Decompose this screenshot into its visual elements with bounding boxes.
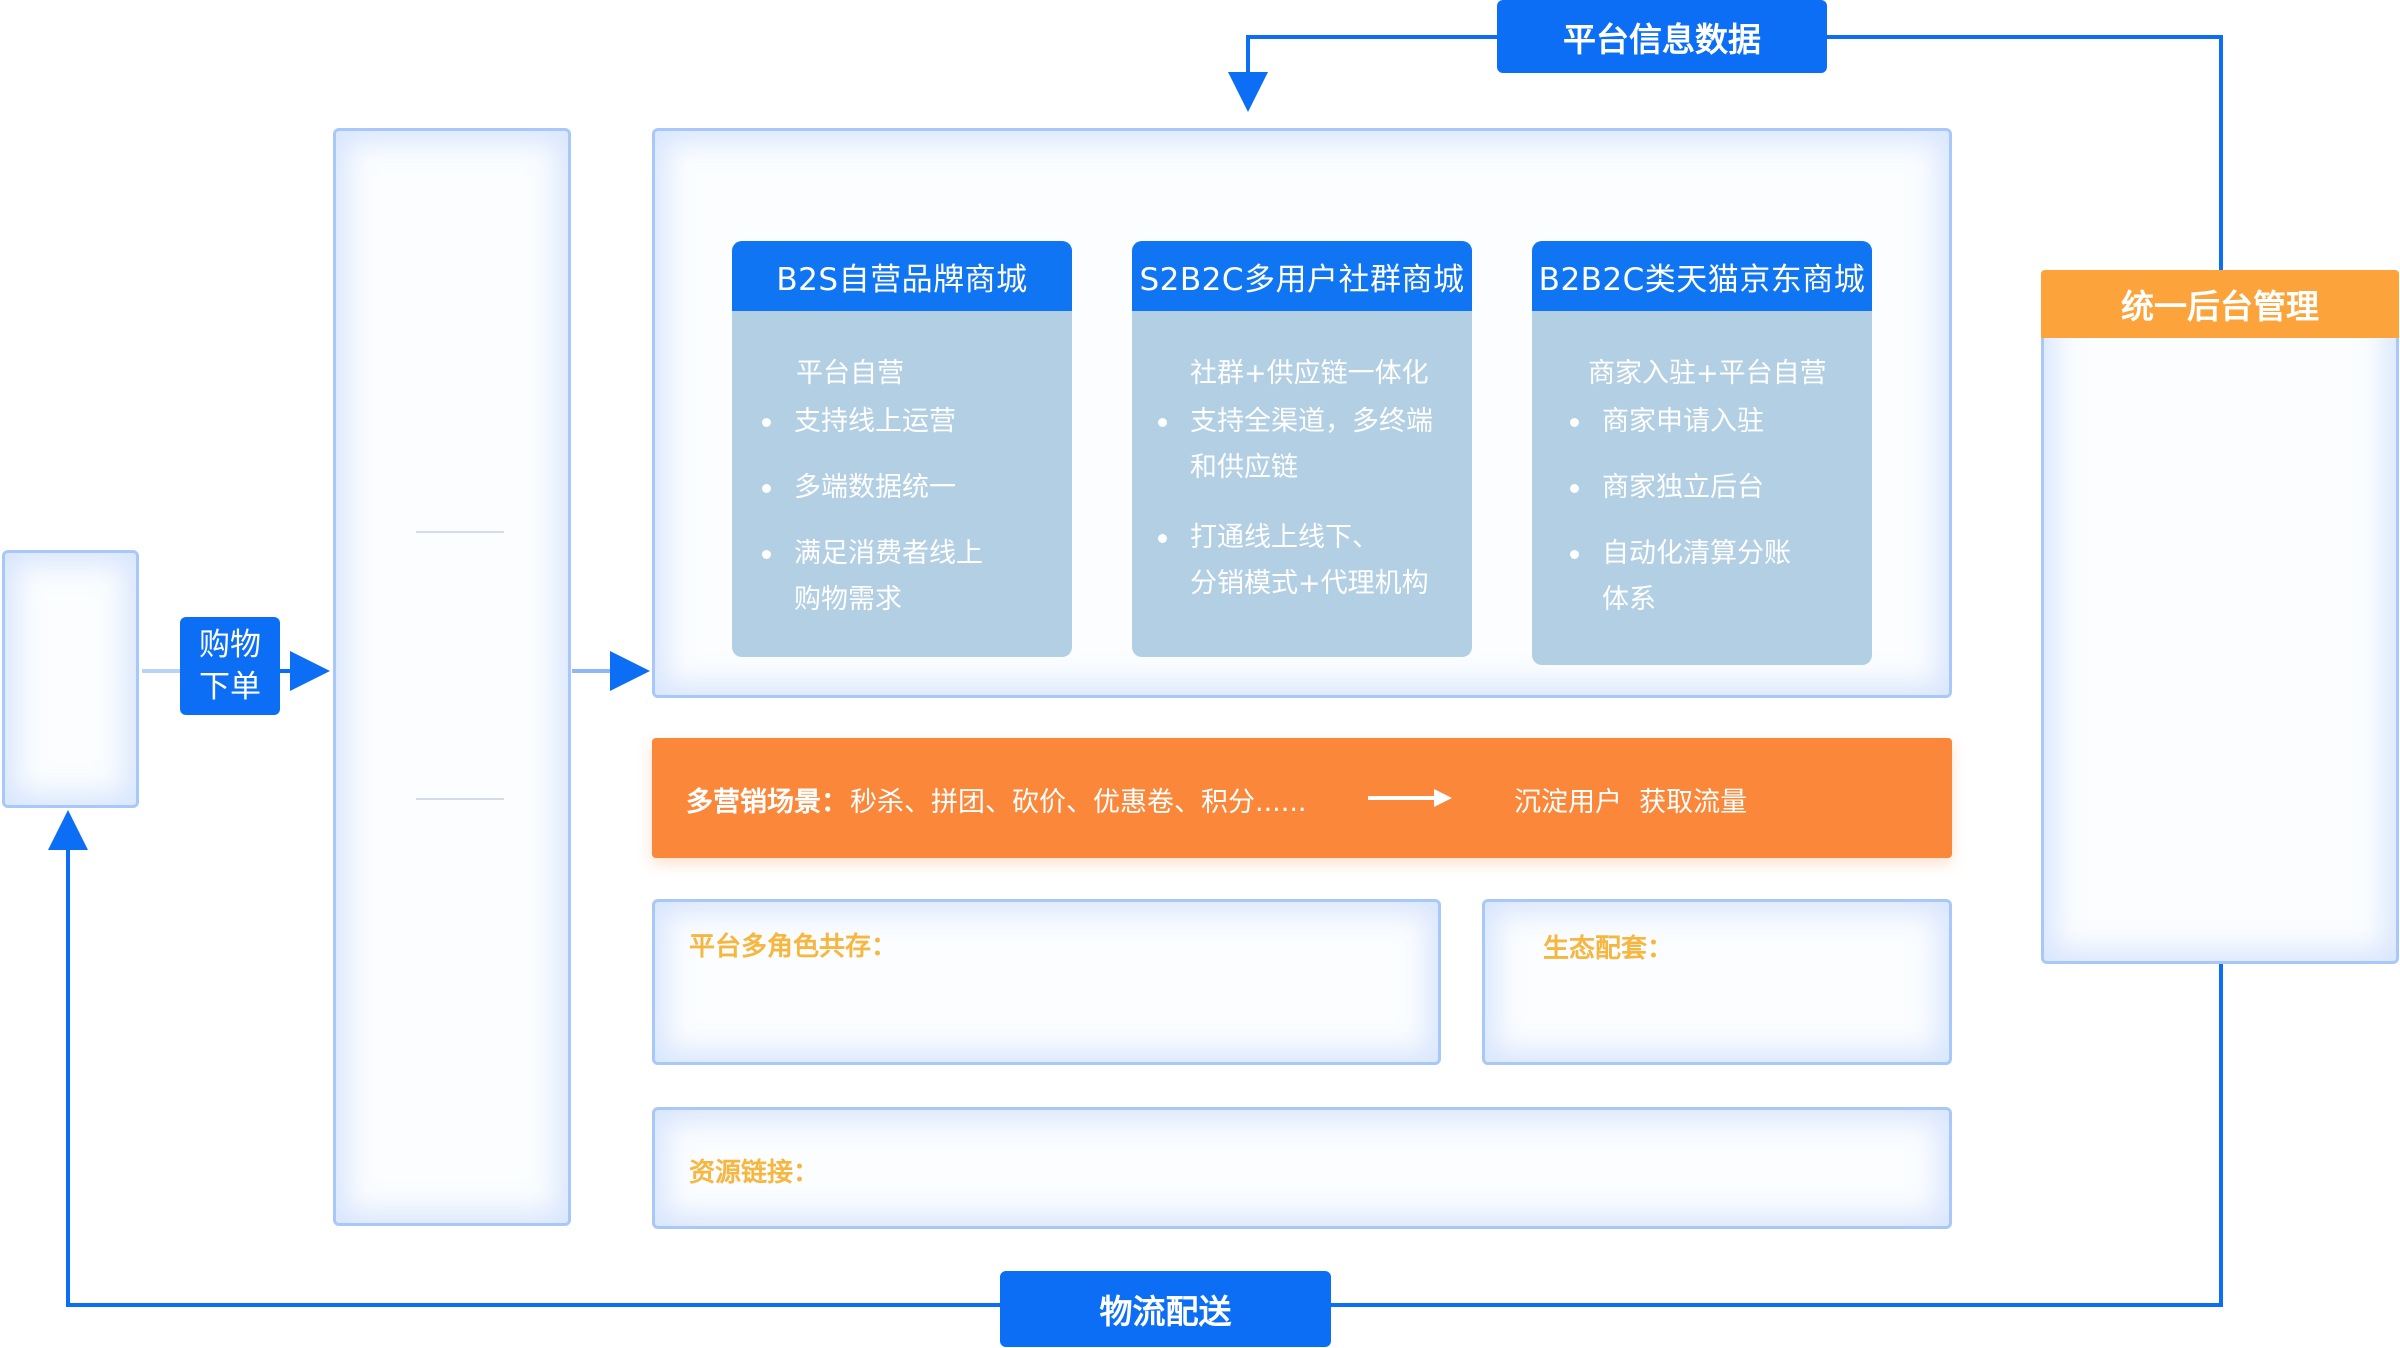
list-item: 商家申请入驻: [1570, 399, 1852, 445]
list-item-text: 支持全渠道，多终端 和供应链: [1190, 406, 1433, 483]
bullet-icon: [762, 418, 771, 427]
resources-label: 资源链接：: [689, 1158, 820, 1188]
list-item: 自动化清算分账 体系: [1570, 531, 1852, 623]
bullet-icon: [1570, 550, 1579, 559]
list-item: 多端数据统一: [762, 465, 1052, 511]
marketing-scenes: 秒杀、拼团、砍价、优惠卷、积分......: [850, 787, 1307, 818]
list-item-text: 支持线上运营: [794, 406, 956, 437]
marketing-bar: 多营销场景： 秒杀、拼团、砍价、优惠卷、积分...... 沉淀用户 获取流量: [652, 738, 1952, 858]
list-item-text: 自动化清算分账 体系: [1602, 538, 1791, 615]
bullet-icon: [762, 484, 771, 493]
admin-panel-title: 统一后台管理: [2041, 270, 2399, 338]
mall-card-subtitle: 商家入驻+平台自营: [1588, 358, 1827, 389]
mall-card-b2s: B2S自营品牌商城 平台自营 支持线上运营 多端数据统一 满足消费者线上 购物需…: [732, 241, 1072, 657]
mall-card-b2b2c: B2B2C类天猫京东商城 商家入驻+平台自营 商家申请入驻 商家独立后台 自动化…: [1532, 241, 1872, 665]
list-item: 支持线上运营: [762, 399, 1052, 445]
bullet-icon: [1158, 418, 1167, 427]
list-item-text: 满足消费者线上 购物需求: [794, 538, 983, 615]
mall-card-title: B2S自营品牌商城: [732, 241, 1072, 311]
roles-label: 平台多角色共存：: [689, 932, 898, 962]
ecology-label: 生态配套：: [1543, 934, 1674, 964]
list-item-text: 商家申请入驻: [1602, 406, 1764, 437]
ecology-box: 生态配套：: [1482, 899, 1952, 1065]
list-item-text: 多端数据统一: [794, 472, 956, 503]
resources-box: 资源链接：: [652, 1107, 1952, 1229]
order-label-line2: 下单: [199, 669, 261, 705]
mall-card-s2b2c: S2B2C多用户社群商城 社群+供应链一体化 支持全渠道，多终端 和供应链 打通…: [1132, 241, 1472, 657]
order-label-line1: 购物: [199, 627, 261, 663]
mall-card-subtitle: 社群+供应链一体化: [1190, 358, 1429, 389]
marketing-label: 多营销场景：: [686, 787, 848, 818]
list-item-text: 商家独立后台: [1602, 472, 1764, 503]
order-label: 购物 下单: [180, 617, 280, 715]
mall-card-title: S2B2C多用户社群商城: [1132, 241, 1472, 311]
mall-card-subtitle: 平台自营: [796, 358, 904, 389]
admin-panel: [2041, 272, 2399, 964]
platform-info-label: 平台信息数据: [1497, 0, 1827, 73]
logistics-label: 物流配送: [1000, 1271, 1331, 1347]
list-item: 支持全渠道，多终端 和供应链: [1158, 399, 1452, 491]
bullet-icon: [1158, 534, 1167, 543]
bullet-icon: [1570, 418, 1579, 427]
list-item-text: 打通线上线下、 分销模式+代理机构: [1190, 522, 1429, 599]
column-divider-2: [416, 798, 504, 800]
bullet-icon: [1570, 484, 1579, 493]
terminal-column: [333, 128, 571, 1226]
roles-box: 平台多角色共存：: [652, 899, 1441, 1065]
column-divider-1: [416, 531, 504, 533]
list-item: 打通线上线下、 分销模式+代理机构: [1158, 515, 1452, 607]
user-box: [2, 550, 139, 808]
marketing-result: 沉淀用户 获取流量: [1514, 787, 1748, 818]
list-item: 商家独立后台: [1570, 465, 1852, 511]
arrow-right-icon: [1368, 789, 1452, 807]
bullet-icon: [762, 550, 771, 559]
list-item: 满足消费者线上 购物需求: [762, 531, 1052, 623]
mall-card-title: B2B2C类天猫京东商城: [1532, 241, 1872, 311]
